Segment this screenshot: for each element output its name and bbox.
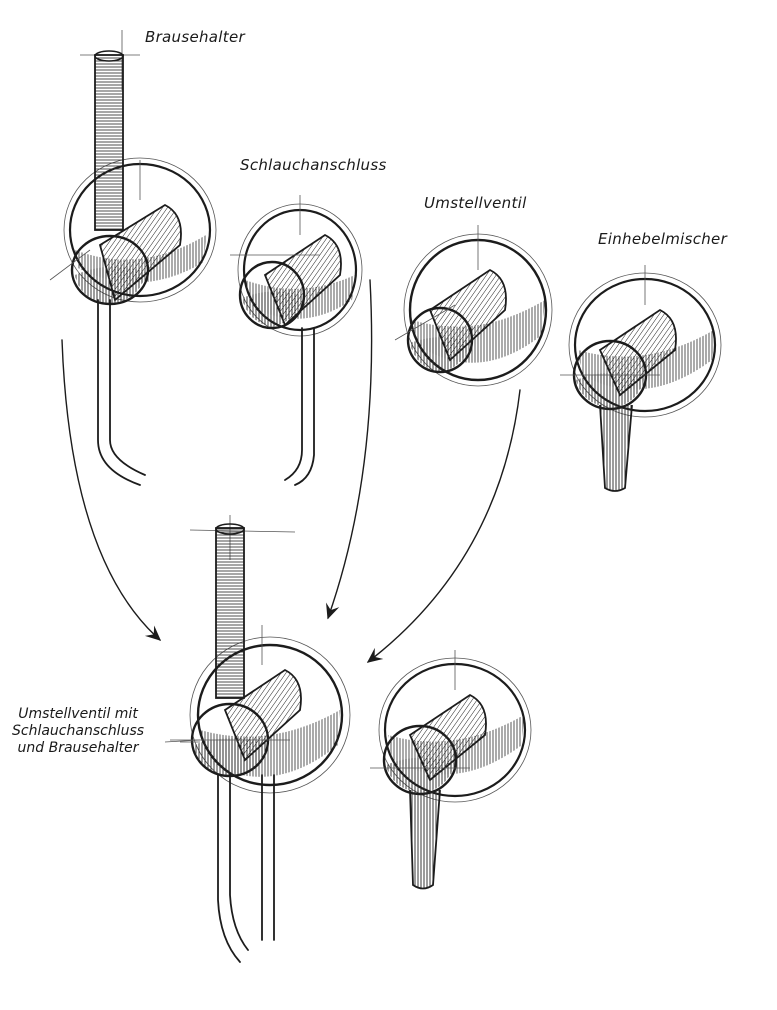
label-combined: Umstellventil mit Schlauchanschluss und … (12, 706, 144, 757)
label-combined-line-1: Umstellventil mit (18, 706, 138, 722)
arrow-umstellventil (366, 389, 521, 663)
label-combined-line-2: Schlauchanschluss (12, 723, 145, 739)
sketch-umstellventil (394, 225, 553, 387)
arrow-schlauchanschluss (326, 279, 373, 620)
sketch-einhebelmischer-bottom (370, 650, 532, 890)
sketch-combined (164, 515, 351, 963)
holder-rod (94, 54, 124, 231)
lever (599, 404, 633, 492)
arrow-brausehalter (61, 339, 162, 641)
sketch-brausehalter (49, 30, 217, 486)
label-combined-line-3: und Brausehalter (17, 740, 139, 756)
label-umstellventil: Umstellventil (424, 194, 527, 212)
label-brausehalter: Brausehalter (145, 28, 245, 46)
arrows (61, 279, 521, 663)
sketch-einhebelmischer (560, 265, 722, 492)
label-schlauchanschluss: Schlauchanschluss (240, 156, 387, 174)
sketch-schlauchanschluss (230, 195, 363, 486)
label-einhebelmischer: Einhebelmischer (598, 230, 728, 248)
